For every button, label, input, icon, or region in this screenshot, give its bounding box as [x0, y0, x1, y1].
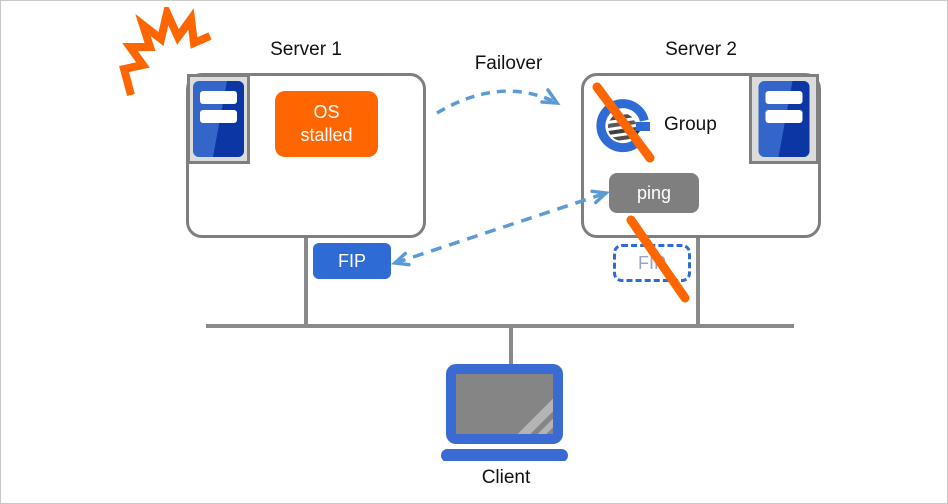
network-backbone-line [206, 324, 794, 328]
disabled-slash-icon [592, 82, 655, 163]
server-tower-icon [193, 81, 244, 157]
failover-arrow-icon [436, 88, 561, 115]
server1-title: Server 1 [270, 39, 342, 60]
group-label: Group [664, 114, 717, 135]
disabled-slash-icon [626, 215, 690, 303]
client-label: Client [481, 467, 531, 488]
client-network-link [509, 328, 513, 364]
server1-network-link [304, 238, 308, 324]
os-stalled-line1: OS [313, 101, 340, 122]
os-stalled-line2: stalled [300, 125, 353, 145]
server2-title: Server 2 [665, 39, 737, 60]
explosion-burst-icon [119, 7, 212, 97]
server2-network-link [696, 238, 700, 324]
laptop-icon [441, 364, 568, 461]
server-tower-icon [758, 81, 810, 157]
fip-ping-dashed-arrow-icon [391, 189, 610, 267]
os-stalled-badge: OS stalled [275, 91, 378, 157]
fip-active-badge: FIP [313, 243, 391, 279]
server2-icon-frame [749, 74, 819, 164]
server1-icon-frame [187, 74, 250, 164]
failover-label: Failover [474, 53, 543, 74]
ping-badge: ping [609, 173, 699, 213]
